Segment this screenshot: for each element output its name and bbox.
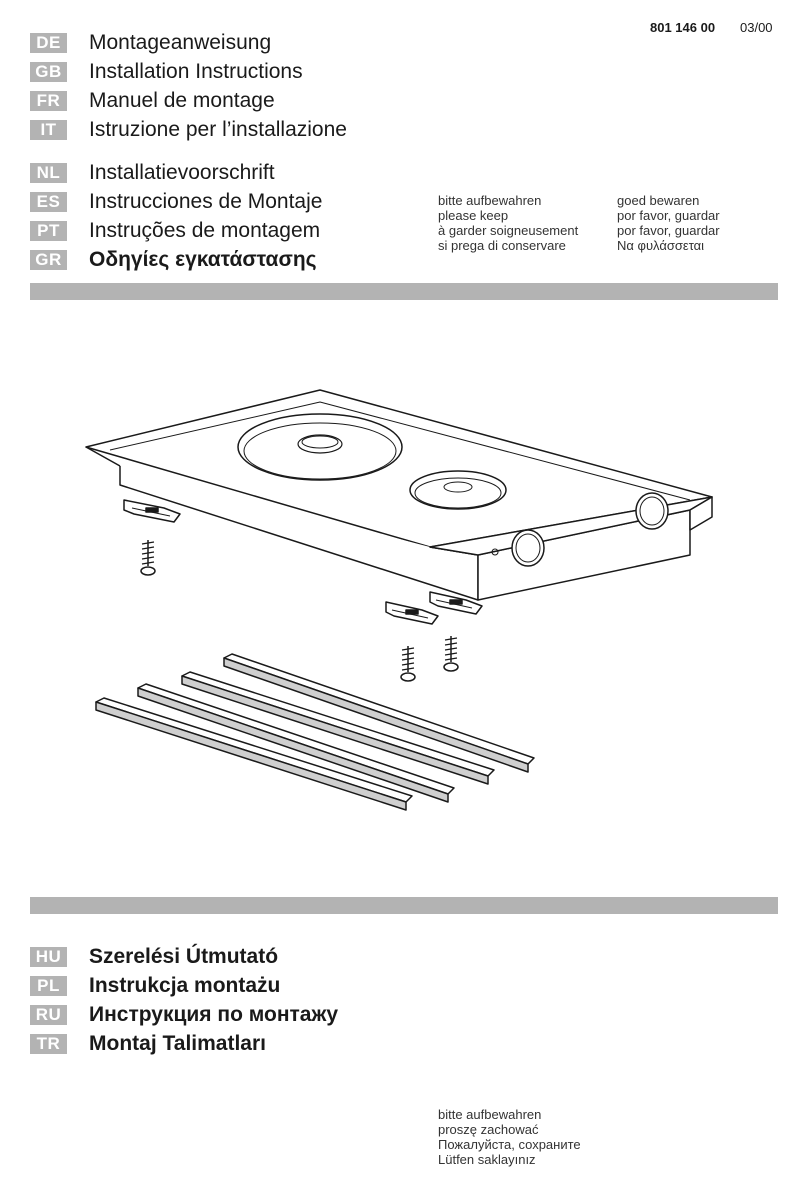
screw-2 — [400, 646, 416, 682]
keep-notes-left: bitte aufbewahren please keep à garder s… — [438, 193, 578, 253]
language-row-pt: PT Instruções de montagem — [30, 216, 347, 245]
language-code: PT — [30, 220, 67, 241]
language-row-tr: TR Montaj Talimatları — [30, 1029, 338, 1058]
divider-bar-top — [30, 283, 778, 300]
language-row-gr: GR Οδηγίες εγκατάστασης — [30, 245, 347, 274]
keep-note: à garder soigneusement — [438, 223, 579, 238]
language-title: Οδηγίες εγκατάστασης — [89, 247, 317, 271]
keep-notes-bottom: bitte aufbewahren proszę zachować Пожалу… — [438, 1107, 581, 1167]
language-code: HU — [30, 946, 67, 967]
language-title: Szerelési Útmutató — [89, 944, 279, 968]
language-row-hu: HU Szerelési Útmutató — [30, 942, 338, 971]
language-code: GR — [30, 249, 67, 270]
mounting-clip-3 — [429, 591, 483, 615]
sealing-strip-1 — [223, 653, 535, 773]
control-knob-left — [511, 529, 545, 567]
language-title: Montageanweisung — [89, 30, 272, 54]
language-list-bottom: HU Szerelési Útmutató PL Instrukcja mont… — [30, 942, 338, 1058]
keep-notes-right: goed bewaren por favor, guardar por favo… — [617, 193, 720, 253]
language-row-fr: FR Manuel de montage — [30, 86, 347, 115]
language-row-de: DE Montageanweisung — [30, 28, 347, 57]
language-row-pl: PL Instrukcja montażu — [30, 971, 338, 1000]
hotplate-large — [237, 413, 403, 481]
keep-note: Пожалуйста, сохраните — [438, 1137, 581, 1152]
keep-note: si prega di conservare — [438, 238, 566, 253]
language-code: RU — [30, 1004, 67, 1025]
sealing-strip-2 — [181, 671, 495, 785]
control-panel-right — [689, 496, 713, 531]
keep-note: por favor, guardar — [617, 208, 720, 223]
doc-date: 03/00 — [740, 20, 773, 35]
screw-3 — [443, 636, 459, 672]
language-code: GB — [30, 61, 67, 82]
language-title: Manuel de montage — [89, 88, 275, 112]
mounting-clip-1 — [123, 499, 181, 523]
cooktop-top-inner — [109, 401, 691, 501]
keep-note: Lütfen saklayınız — [438, 1152, 536, 1167]
language-code: ES — [30, 191, 67, 212]
language-code: PL — [30, 975, 67, 996]
mounting-clip-2 — [385, 601, 439, 625]
sealing-strip-4 — [95, 697, 413, 811]
language-code: IT — [30, 119, 67, 140]
language-code: TR — [30, 1033, 67, 1054]
language-title: Instruções de montagem — [89, 218, 321, 242]
language-row-gb: GB Installation Instructions — [30, 57, 347, 86]
keep-note: bitte aufbewahren — [438, 1107, 542, 1122]
keep-note: Να φυλάσσεται — [617, 238, 705, 253]
language-row-it: IT Istruzione per l’installazione — [30, 115, 347, 144]
language-row-nl: NL Installatievoorschrift — [30, 158, 347, 187]
language-title: Instrucciones de Montaje — [89, 189, 323, 213]
language-title: Инструкция по монтажу — [89, 1002, 339, 1026]
language-code: FR — [30, 90, 67, 111]
divider-bar-bottom — [30, 897, 778, 914]
language-code: NL — [30, 162, 67, 183]
hotplate-small — [409, 470, 507, 510]
sealing-strip-3 — [137, 683, 455, 803]
keep-note: proszę zachować — [438, 1122, 539, 1137]
control-knob-right — [635, 492, 669, 530]
language-row-es: ES Instrucciones de Montaje — [30, 187, 347, 216]
keep-note: por favor, guardar — [617, 223, 720, 238]
indicator-light — [491, 548, 499, 556]
language-title: Istruzione per l’installazione — [89, 117, 347, 141]
doc-number: 801 146 00 — [650, 20, 716, 35]
screw-1 — [140, 540, 156, 576]
keep-note: bitte aufbewahren — [438, 193, 542, 208]
keep-note: goed bewaren — [617, 193, 700, 208]
cooktop-illustration — [85, 389, 713, 811]
language-code: DE — [30, 32, 67, 53]
language-title: Montaj Talimatları — [89, 1031, 266, 1055]
language-row-ru: RU Инструкция по монтажу — [30, 1000, 338, 1029]
language-title: Instrukcja montażu — [89, 973, 281, 997]
language-list-top: DE Montageanweisung GB Installation Inst… — [30, 28, 347, 274]
keep-note: please keep — [438, 208, 509, 223]
language-title: Installation Instructions — [89, 59, 303, 83]
language-title: Installatievoorschrift — [89, 160, 275, 184]
